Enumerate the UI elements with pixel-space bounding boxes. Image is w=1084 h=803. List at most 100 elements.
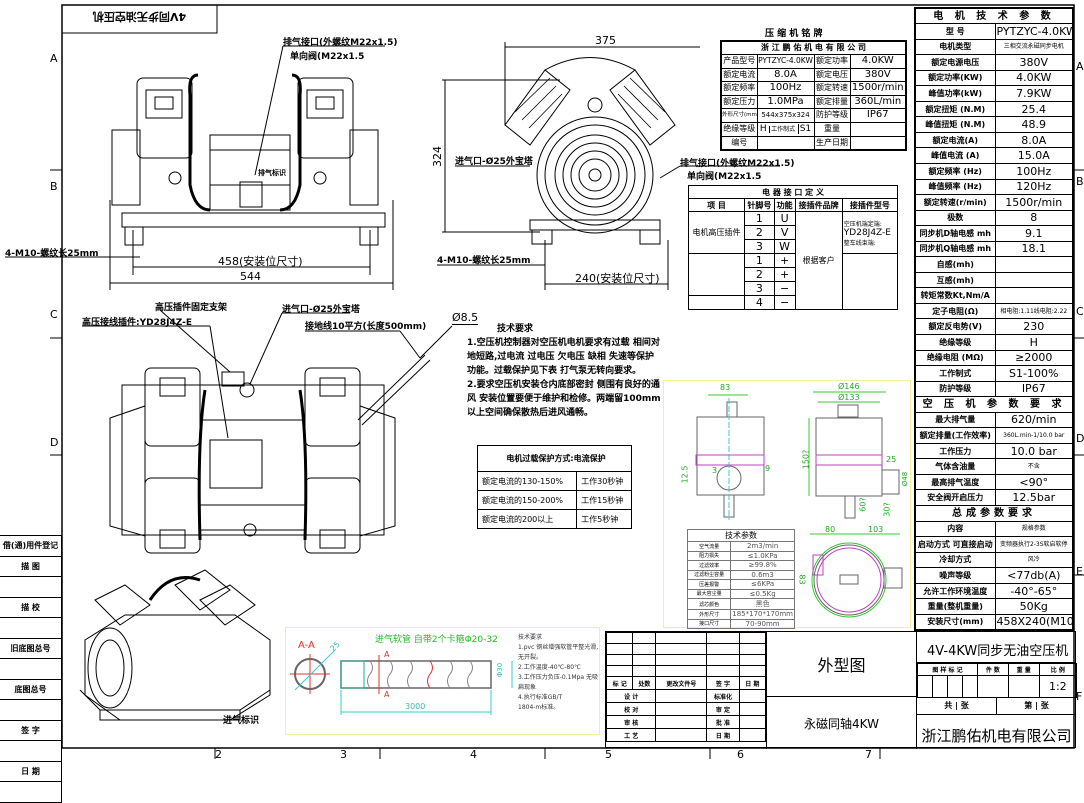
spec-value bbox=[994, 256, 1074, 273]
spec-section-header: 总成参数要求 bbox=[914, 505, 1074, 522]
revision-cell bbox=[632, 632, 657, 644]
filter-param-label: 空气流量 bbox=[686, 541, 732, 552]
tech-requirements: 技术要求 1.空压机控制器对空压机电机要求有过载 相间对地短路,过电流 过电压 … bbox=[467, 322, 662, 420]
registry-cell: 底图总号 bbox=[0, 678, 62, 700]
registry-row: 描 图 bbox=[0, 555, 62, 577]
nameplate-label: 重量 bbox=[813, 121, 851, 137]
nameplate-label: 额定频率 bbox=[720, 81, 758, 96]
nameplate-value bbox=[849, 121, 907, 137]
filter-param-value: ≤6KPa bbox=[730, 579, 795, 590]
filter-param-value: 2m3/min bbox=[730, 541, 795, 552]
registry-cell: 日 期 bbox=[0, 760, 62, 782]
approval-signature bbox=[738, 715, 767, 729]
row-mark-a: A bbox=[50, 52, 58, 65]
protection-title: 电机过载保护方式:电流保护 bbox=[477, 445, 632, 472]
col-mark-7: 7 bbox=[865, 748, 872, 761]
interface-item: 电机高压插件 bbox=[687, 211, 746, 254]
pin-function: U bbox=[773, 211, 796, 226]
filter-param-label: 外形尺寸 bbox=[686, 609, 732, 620]
registry-row bbox=[0, 617, 62, 639]
approval-row: 校 对审 定 bbox=[605, 702, 767, 716]
spec-row: 额定转速(r/min)1500r/min bbox=[914, 194, 1074, 211]
spec-value: -40°-65° bbox=[994, 582, 1074, 600]
approval-role: 设 计 bbox=[605, 689, 657, 703]
nameplate-label: 生产日期 bbox=[813, 135, 851, 150]
filter-row: 压差报警≤6KPa bbox=[686, 579, 795, 590]
sheet-row: 共 | 张 第 | 张 bbox=[917, 698, 1076, 715]
nameplate-row: 编号 生产日期 bbox=[720, 135, 907, 150]
nameplate-value: 8.0A bbox=[756, 67, 815, 82]
nameplate-label: 产品型号 bbox=[720, 54, 758, 69]
protection-condition: 额定电流的130-150% bbox=[476, 471, 578, 491]
front-mark-label: 排气标识 bbox=[258, 169, 286, 177]
pin-number: 2 bbox=[744, 225, 775, 240]
spec-value bbox=[994, 271, 1074, 289]
filter-row: 阻力损失≤1.0KPa bbox=[686, 550, 795, 561]
attr-cell bbox=[976, 675, 1009, 698]
attr-cell bbox=[917, 675, 933, 698]
spec-row: 峰值电流 (A)15.0A bbox=[914, 147, 1074, 164]
top-bracket-label: 高压插件固定支架 bbox=[155, 303, 228, 313]
spec-value bbox=[994, 287, 1074, 304]
top-ground-label: 接地线10平方(长度500mm) bbox=[305, 322, 427, 332]
product-name: 4V-4KW同步无油空压机 bbox=[917, 632, 1076, 663]
registry-cell: 借(通)用件登记 bbox=[0, 535, 62, 557]
spec-label: 工作制式 bbox=[914, 365, 996, 382]
revision-cell bbox=[605, 654, 634, 666]
row-mark-d: D bbox=[50, 436, 59, 449]
nameplate-value: 100Hz bbox=[756, 81, 815, 96]
front-dim-total: 544 bbox=[240, 270, 261, 283]
spec-row: 额定扭矩 (N.M)25.4 bbox=[914, 100, 1074, 118]
filter-dim-3: 3 bbox=[712, 466, 718, 475]
spec-row: 额定频率 (Hz)100Hz bbox=[914, 162, 1074, 180]
registry-row: 底图总号 bbox=[0, 678, 62, 700]
spec-label: 型 号 bbox=[914, 23, 996, 40]
nameplate-company-row: 浙 江 鹏 佑 机 电 有 限 公 司 bbox=[720, 40, 907, 55]
nameplate-value: 360L/min bbox=[849, 94, 907, 109]
front-valve-label: 单向阀(M22x1.5 bbox=[290, 52, 365, 62]
spec-label: 同步机Q轴电感 mh bbox=[914, 240, 996, 258]
revision-cell bbox=[738, 665, 767, 677]
spec-label: 额定电流(A) bbox=[914, 131, 996, 149]
pin-number: 1 bbox=[744, 253, 775, 268]
revision-header: 标 记 bbox=[605, 676, 634, 690]
approval-role: 日 期 bbox=[706, 728, 740, 742]
filter-param-label: 最大容尘量 bbox=[686, 588, 732, 599]
spec-label: 自感(mh) bbox=[914, 256, 996, 273]
spec-row: 自感(mh) bbox=[914, 256, 1074, 273]
pin-number: 3 bbox=[744, 239, 775, 254]
spec-label: 峰值扭矩 (N.M) bbox=[914, 116, 996, 133]
pin-function: V bbox=[773, 225, 796, 240]
hose-section-label: A-A bbox=[298, 640, 315, 651]
filter-dim-25: 25 bbox=[886, 455, 897, 464]
spec-label: 极数 bbox=[914, 209, 996, 227]
nameplate-label: 编号 bbox=[720, 135, 758, 150]
attr-header: 比 例 bbox=[1038, 663, 1078, 676]
nameplate-value: PYTZYC-4.0KW bbox=[756, 54, 815, 69]
pin-number: 3 bbox=[744, 281, 775, 296]
model-line: YD28J4Z-E bbox=[843, 227, 891, 238]
spec-value: 三相交流永磁同步电机 bbox=[994, 38, 1074, 56]
revision-cell bbox=[605, 665, 634, 677]
zone-ticks bbox=[50, 169, 1084, 759]
protection-time: 工作30秒钟 bbox=[576, 471, 632, 491]
protection-time: 工作15秒钟 bbox=[576, 490, 632, 510]
revision-row bbox=[605, 643, 767, 655]
filter-dim-12-5: 12.5 bbox=[680, 465, 690, 484]
registry-row bbox=[0, 740, 62, 762]
row-mark-a-right: A bbox=[1076, 60, 1084, 73]
attr-header-row: 图 样 标 记件 数重 量比 例 bbox=[917, 663, 1078, 676]
front-outlet-label: 排气接口(外螺纹M22x1.5) bbox=[283, 38, 398, 48]
filter-param-label: 过滤效率 bbox=[686, 560, 732, 571]
nameplate-value: 4.0KW bbox=[849, 54, 907, 69]
side-dim-install: 240(安装位尺寸) bbox=[575, 272, 660, 285]
nameplate-title: 压 缩 机 铭 牌 bbox=[765, 29, 823, 39]
filter-drawing bbox=[695, 391, 903, 618]
spec-label: 启动方式 可直接启动 bbox=[914, 536, 996, 553]
sheets-total: 共 | 张 bbox=[917, 698, 997, 714]
